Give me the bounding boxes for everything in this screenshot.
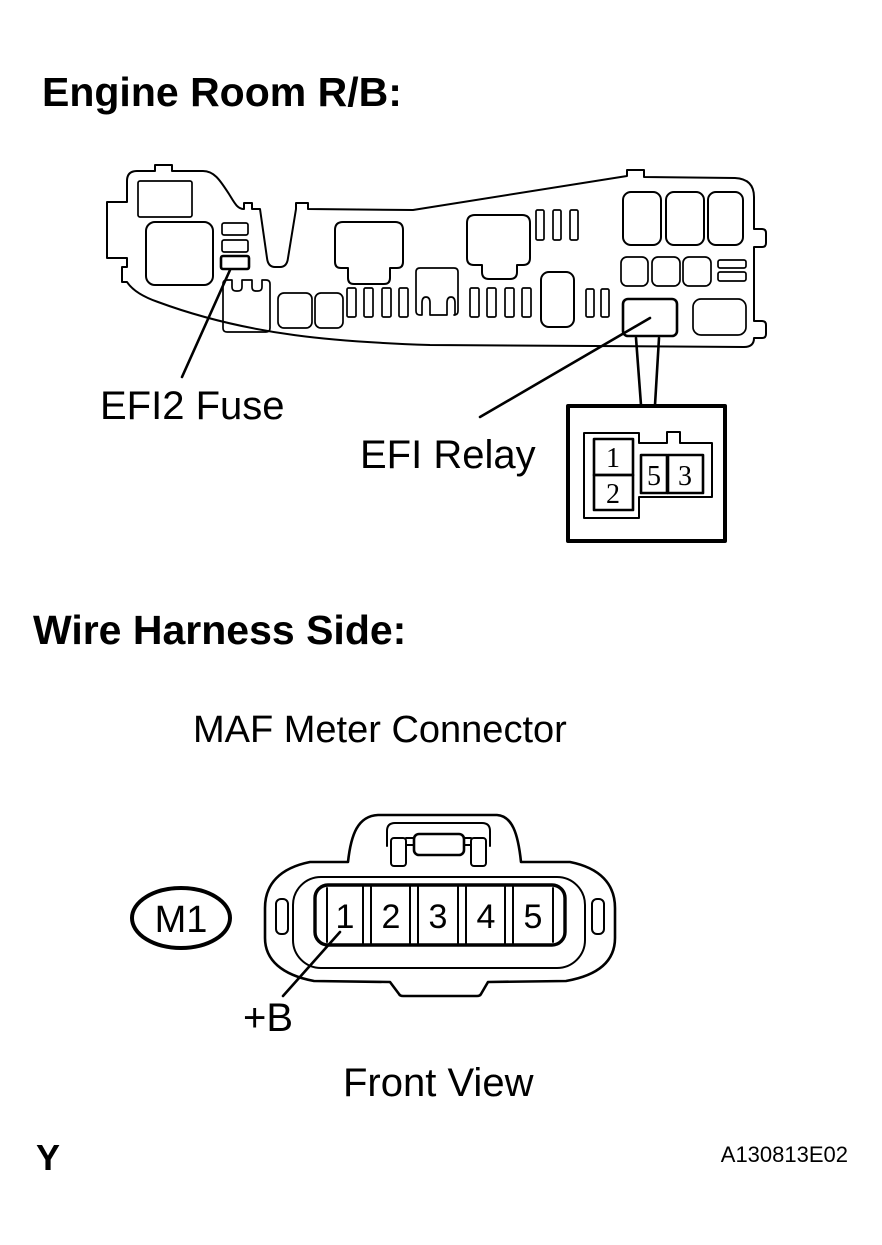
wire-harness-section: Wire Harness Side: MAF Meter Connector M… — [33, 607, 617, 1105]
efi2-fuse-slot — [219, 254, 251, 271]
relay-slot — [145, 221, 214, 286]
efi2-fuse-label: EFI2 Fuse — [100, 384, 285, 428]
fuse-slot — [620, 256, 649, 287]
relay-pin-number: 1 — [606, 443, 620, 474]
fuse-box-diagram — [106, 164, 767, 348]
pin-strip-end-walls — [326, 887, 554, 943]
terminal-label: +B — [243, 996, 293, 1040]
fuse-slot — [535, 209, 545, 241]
relay-slot — [692, 298, 747, 336]
connector-code-badge: M1 — [130, 886, 232, 950]
pin-number-2: 2 — [382, 898, 401, 936]
fuse-slot — [651, 256, 681, 287]
relay-pin-number: 5 — [647, 461, 661, 492]
relay-pin-number: 3 — [678, 461, 692, 492]
pin-strip: 1 2 3 4 5 — [313, 883, 567, 947]
connector-code-oval — [130, 886, 232, 950]
maf-connector-title: MAF Meter Connector — [193, 709, 567, 751]
relay-slot — [540, 271, 575, 328]
fuse-slot — [600, 288, 610, 318]
page-marker: Y — [36, 1137, 60, 1178]
fuse-slot — [682, 256, 712, 287]
efi-relay-label: EFI Relay — [360, 433, 536, 477]
fuse-slot — [314, 292, 344, 329]
front-view-label: Front View — [343, 1061, 534, 1105]
relay-pin-number: 2 — [606, 479, 620, 510]
connector-slot — [415, 267, 459, 316]
engine-room-section: Engine Room R/B: — [42, 69, 767, 543]
fuse-slot — [398, 287, 409, 318]
fuse-box-outline — [106, 164, 767, 348]
wire-harness-heading: Wire Harness Side: — [33, 607, 406, 653]
relay-pointer-lines — [634, 336, 661, 407]
fuse-slot — [569, 209, 579, 241]
relay-slot — [707, 191, 744, 246]
maf-connector-diagram: 1 2 3 4 5 — [263, 813, 617, 998]
latch-inner-band — [386, 822, 491, 847]
relay-pin-cell-2 — [592, 473, 635, 512]
fuse-slot — [346, 287, 357, 318]
fuse-slot — [277, 292, 313, 329]
engine-room-heading: Engine Room R/B: — [42, 69, 402, 115]
connector-latch — [386, 822, 491, 867]
pin-strip-frame — [313, 883, 567, 947]
fuse-slot — [486, 287, 497, 318]
connector-side-tab-right — [591, 898, 605, 935]
latch-center-tab — [412, 832, 466, 857]
fuse-slot — [381, 287, 392, 318]
efi-relay-connector-detail: 1 2 5 3 — [566, 404, 727, 543]
efi-relay-slot — [621, 297, 679, 338]
relay-slot — [466, 214, 531, 280]
relay-slot — [665, 191, 705, 246]
relay-connector-outline — [583, 431, 713, 519]
latch-rail-left — [390, 837, 407, 867]
terminal-leader-line — [281, 930, 342, 998]
efi-relay-leader-line — [478, 316, 652, 419]
page-footer: Y A130813E02 — [36, 1137, 848, 1178]
fuse-slot — [137, 180, 193, 218]
connector-code-label: M1 — [155, 899, 208, 941]
fuse-slot — [504, 287, 515, 318]
latch-rail-right — [470, 837, 487, 867]
figure-id: A130813E02 — [721, 1142, 848, 1167]
fuse-slot — [363, 287, 374, 318]
relay-pin-cell-3 — [666, 453, 705, 495]
pin-dividers — [362, 885, 514, 945]
efi2-fuse-leader-line — [180, 268, 232, 379]
fuse-slot — [221, 222, 249, 236]
pin-number-3: 3 — [429, 898, 448, 936]
relay-slot — [334, 221, 404, 285]
pin-number-5: 5 — [524, 898, 543, 936]
fuse-slot — [717, 259, 747, 269]
fuse-slot — [585, 288, 595, 318]
connector-side-tab-left — [275, 898, 289, 935]
fuse-slot — [521, 287, 532, 318]
fuse-slot — [552, 209, 562, 241]
connector-outer-outline — [263, 813, 617, 998]
pin-number-1: 1 — [336, 898, 355, 936]
pin-number-4: 4 — [477, 898, 496, 936]
fuse-slot — [221, 239, 249, 253]
fuse-slot — [717, 271, 747, 282]
connector-inner-outline — [292, 876, 586, 969]
fuse-slot — [469, 287, 480, 318]
relay-slot — [622, 191, 662, 246]
